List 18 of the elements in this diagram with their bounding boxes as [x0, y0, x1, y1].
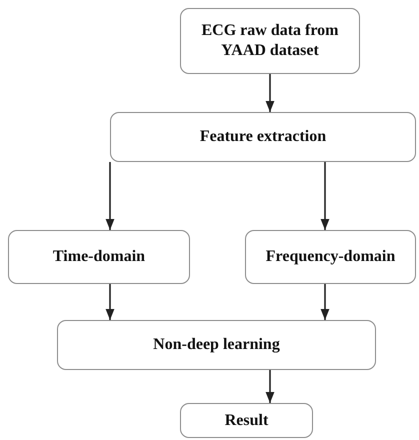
process-box — [245, 230, 416, 284]
arrow — [106, 284, 114, 320]
box-label: ECG raw data from YAAD dataset — [200, 21, 340, 61]
box-label: Non-deep learning — [152, 335, 281, 355]
process-box — [8, 230, 190, 284]
box-label: Feature extraction — [198, 127, 328, 147]
process-box — [180, 403, 313, 438]
process-box — [57, 320, 376, 370]
arrow — [266, 370, 274, 403]
box-label: Time-domain — [52, 247, 146, 267]
box-label: Frequency-domain — [264, 247, 396, 267]
arrow — [320, 162, 330, 230]
arrow — [320, 284, 330, 320]
box-label: Result — [224, 410, 270, 430]
process-box — [180, 8, 360, 74]
arrow — [106, 162, 114, 230]
process-box — [110, 112, 416, 162]
arrow — [266, 74, 274, 112]
